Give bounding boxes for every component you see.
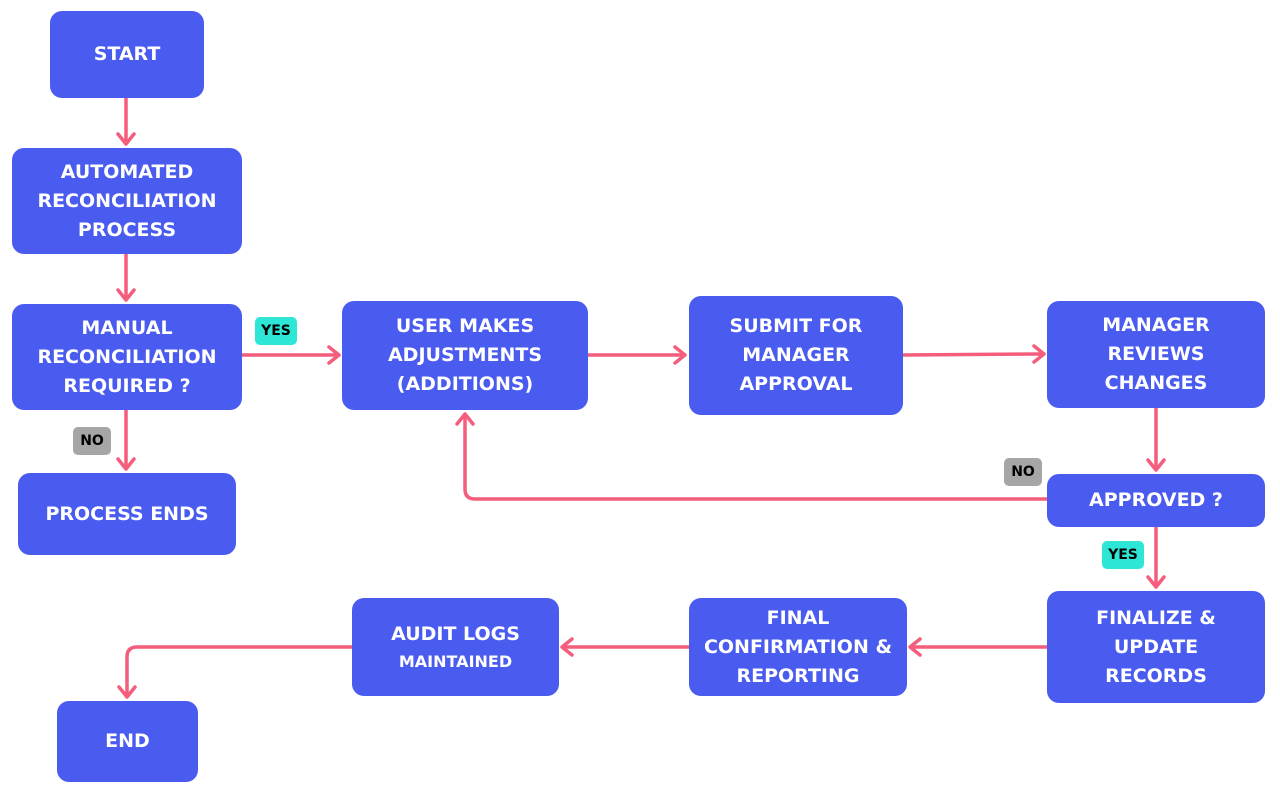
- node-approved: APPROVED ?: [1047, 474, 1265, 527]
- arrowhead-manual-to-process-ends: [116, 457, 136, 471]
- node-label-line: FINALIZE &: [1096, 606, 1216, 629]
- node-text: USER MAKES ADJUSTMENTS (ADDITIONS): [388, 312, 542, 399]
- node-label-line: AUDIT LOGS: [391, 622, 520, 645]
- node-label-line: REPORTING: [736, 664, 860, 687]
- arrow-audit-logs-to-end: [125, 645, 354, 697]
- node-audit-logs-maintained: AUDIT LOGS MAINTAINED: [352, 598, 559, 696]
- arrow-submit-to-manager-reviews: [901, 352, 1044, 357]
- arrowhead-start-to-automated: [116, 132, 136, 146]
- node-text: MANUAL RECONCILIATION REQUIRED ?: [37, 314, 216, 401]
- arrowhead-approved-to-finalize: [1146, 575, 1166, 589]
- badge-no-manual: NO: [73, 427, 111, 455]
- arrowhead-final-confirmation-to-audit-logs: [560, 637, 574, 657]
- arrowhead-manager-reviews-to-approved: [1146, 458, 1166, 472]
- node-label-line: APPROVAL: [739, 373, 853, 395]
- node-label-line: REQUIRED ?: [63, 374, 191, 397]
- node-manual-reconciliation-required: MANUAL RECONCILIATION REQUIRED ?: [12, 304, 242, 410]
- node-finalize-update-records: FINALIZE & UPDATE RECORDS: [1047, 591, 1265, 703]
- node-end: END: [57, 701, 198, 782]
- node-label-line: (ADDITIONS): [396, 373, 534, 395]
- node-process-ends: PROCESS ENDS: [18, 473, 236, 555]
- arrow-approved-no-to-user-adjust: [463, 414, 1049, 501]
- node-text: PROCESS ENDS: [45, 500, 208, 529]
- node-label-line: USER MAKES: [395, 315, 535, 337]
- node-label-line: AUTOMATED: [60, 160, 194, 183]
- arrowhead-automated-to-manual: [116, 288, 136, 302]
- node-label-line: CONFIRMATION &: [703, 635, 893, 658]
- node-start: START: [50, 11, 204, 98]
- node-label-line: MANAGER: [742, 344, 850, 366]
- node-text: APPROVED ?: [1089, 486, 1223, 515]
- node-text: AUTOMATED RECONCILIATION PROCESS: [37, 158, 216, 245]
- node-label-line: MAINTAINED: [398, 651, 513, 671]
- node-label-line: RECONCILIATION: [37, 345, 217, 368]
- node-user-makes-adjustments: USER MAKES ADJUSTMENTS (ADDITIONS): [342, 301, 588, 410]
- node-text: FINALIZE & UPDATE RECORDS: [1096, 604, 1216, 691]
- node-text: FINAL CONFIRMATION & REPORTING: [704, 604, 892, 691]
- node-text: START: [94, 40, 161, 69]
- badge-no-approved: NO: [1004, 458, 1042, 486]
- node-label-line: START: [93, 43, 161, 65]
- arrowhead-finalize-to-final-confirmation: [908, 637, 922, 657]
- arrowhead-submit-to-manager-reviews: [1032, 344, 1046, 364]
- node-label-line: PROCESS ENDS: [45, 502, 209, 525]
- node-manager-reviews-changes: MANAGER REVIEWS CHANGES: [1047, 301, 1265, 408]
- node-label-line: RECONCILIATION: [37, 189, 217, 212]
- badge-yes-approved: YES: [1102, 541, 1144, 569]
- node-text: AUDIT LOGS MAINTAINED: [391, 620, 520, 675]
- node-text: SUBMIT FOR MANAGER APPROVAL: [730, 312, 863, 399]
- node-submit-for-manager-approval: SUBMIT FOR MANAGER APPROVAL: [689, 296, 903, 415]
- node-label-line: REVIEWS: [1107, 343, 1205, 365]
- node-final-confirmation-reporting: FINAL CONFIRMATION & REPORTING: [689, 598, 907, 696]
- node-label-line: MANUAL: [81, 316, 173, 339]
- node-label-line: RECORDS: [1105, 664, 1207, 687]
- arrowhead-user-adjust-to-submit: [673, 345, 687, 365]
- node-label-line: APPROVED ?: [1089, 489, 1223, 511]
- node-label-line: SUBMIT FOR: [729, 315, 863, 337]
- node-label-line: ADJUSTMENTS: [387, 344, 543, 366]
- arrowhead-audit-logs-to-end: [117, 685, 137, 699]
- badge-yes-manual: YES: [255, 317, 297, 345]
- node-text: MANAGER REVIEWS CHANGES: [1102, 311, 1209, 398]
- arrowhead-approved-no-to-user-adjust: [455, 412, 475, 426]
- node-label-line: UPDATE: [1113, 635, 1199, 658]
- node-label-line: PROCESS: [77, 218, 177, 241]
- arrowhead-manual-to-user-adjust: [327, 345, 341, 365]
- node-text: END: [105, 727, 150, 756]
- node-label-line: MANAGER: [1102, 314, 1210, 336]
- node-label-line: END: [105, 730, 150, 752]
- node-label-line: FINAL: [766, 606, 830, 629]
- node-label-line: CHANGES: [1104, 372, 1208, 394]
- node-automated-reconciliation: AUTOMATED RECONCILIATION PROCESS: [12, 148, 242, 254]
